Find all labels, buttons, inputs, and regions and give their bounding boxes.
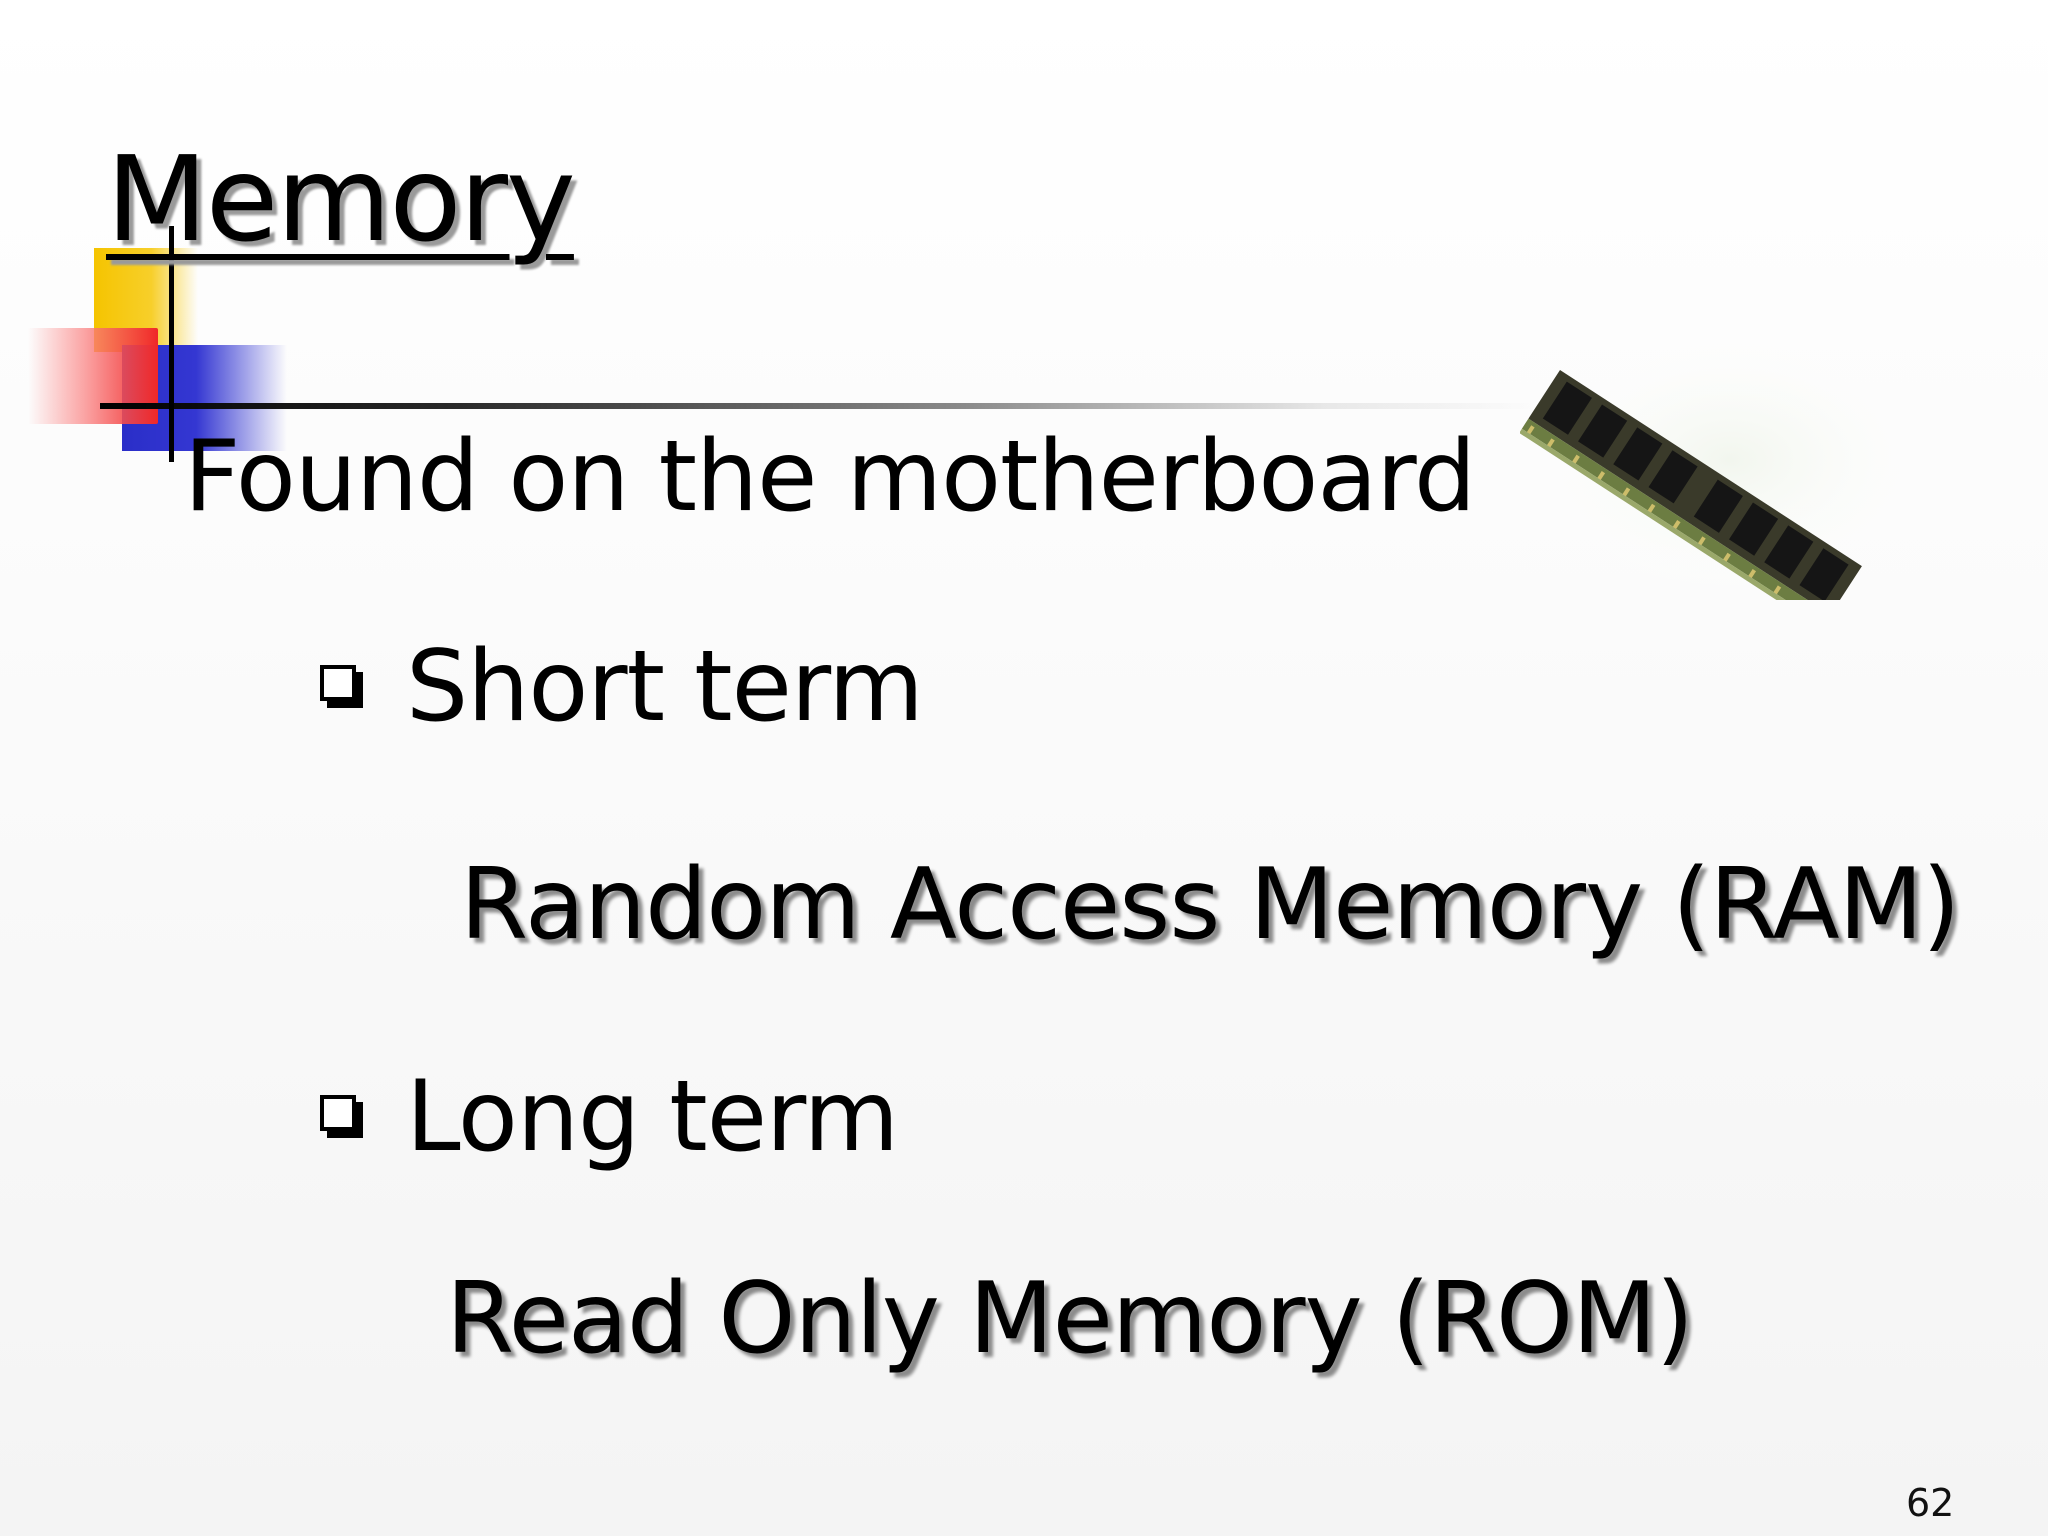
bullet-label: Long term [406, 1060, 899, 1174]
checkbox-icon [320, 665, 364, 709]
decor-vertical-line [169, 226, 174, 462]
bullet-item-long-term: Long term [320, 1060, 899, 1174]
checkbox-icon [320, 1095, 364, 1139]
detail-rom: Read Only Memory (ROM) [446, 1262, 1694, 1376]
ram-module-icon [1520, 330, 1935, 600]
main-text: Found on the motherboard [184, 420, 1476, 534]
detail-ram: Random Access Memory (RAM) [460, 848, 1960, 962]
title-divider-line [100, 403, 1540, 409]
page-number: 62 [1906, 1481, 1955, 1525]
bullet-item-short-term: Short term [320, 630, 924, 744]
decor-red-square [28, 328, 158, 424]
slide-title: Memory [106, 130, 576, 268]
bullet-label: Short term [406, 630, 924, 744]
